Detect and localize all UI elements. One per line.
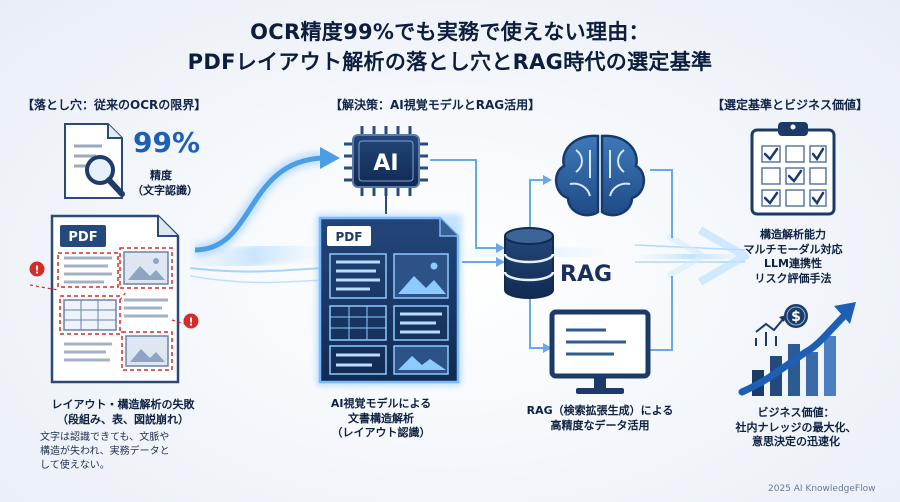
title-line-1: OCR精度99%でも実務で使えない理由： (250, 20, 650, 44)
light-streams (189, 226, 749, 286)
section-criteria-heading: 【選定基準とビジネス価値】 (712, 98, 869, 112)
pdf-structured-icon: PDF (316, 214, 462, 386)
business-value-title: ビジネス価値： (757, 406, 835, 419)
criteria-item: マルチモーダル対応 (743, 242, 843, 256)
ai-caption: AI視覚モデルによる 文書構造解析 （レイアウト認識） (306, 397, 456, 441)
accuracy-label: 精度 (150, 169, 172, 182)
title-line-2: PDFレイアウト解析の落とし穴とRAG時代の選定基準 (187, 50, 713, 74)
criteria-item: リスク評価手法 (754, 271, 832, 285)
failure-caption: レイアウト・構造解析の失敗 （段組み、表、図説崩れ） (18, 398, 228, 427)
database-icon (503, 227, 555, 299)
pdf-document-icon: PDF (29, 214, 186, 384)
failure-title-1: レイアウト・構造解析の失敗 (51, 398, 195, 411)
failure-desc-1: 文字は認識できても、文脈や (40, 432, 170, 443)
dollar-coin-icon: $ (784, 304, 808, 328)
svg-text:$: $ (791, 309, 801, 325)
business-value: ビジネス価値： 社内ナレッジの最大化、 意思決定の迅速化 (714, 406, 878, 450)
checklist-clipboard-icon (750, 122, 836, 216)
section-solution-heading: 【解決策：AI視覚モデルとRAG活用】 (330, 98, 541, 112)
ai-caption-1: AI視覚モデルによる (330, 397, 432, 410)
document-search-icon (64, 123, 125, 199)
pdf-structured-label: PDF (336, 230, 363, 244)
section-pitfall-heading: 【落とし穴：従来のOCRの限界】 (22, 98, 207, 112)
footer-credit: 2025 AI KnowledgeFlow (768, 484, 876, 494)
connectors (430, 159, 673, 353)
criteria-list: 構造解析能力 マルチモーダル対応 LLM連携性 リスク評価手法 (718, 228, 868, 286)
svg-text:!: ! (34, 264, 39, 277)
warning-icon: ! (183, 313, 199, 329)
accuracy-value: 99% (133, 126, 201, 159)
accuracy-sub: （文字認識） (132, 184, 198, 197)
arrow-to-ai (194, 147, 340, 257)
ai-caption-2: 文書構造解析 (348, 411, 414, 425)
rag-caption: RAG（検索拡張生成）による 高精度なデータ活用 (500, 404, 700, 433)
failure-description: 文字は認識できても、文脈や 構造が失われ、実務データと して使えない。 (40, 431, 230, 473)
criteria-item: LLM連携性 (764, 257, 822, 270)
failure-desc-3: して使えない。 (40, 460, 110, 471)
pdf-label: PDF (68, 230, 97, 245)
svg-text:!: ! (188, 316, 193, 329)
ai-chip-label: AI (373, 151, 398, 176)
criteria-item: 構造解析能力 (760, 228, 826, 241)
failure-desc-2: 構造が失われ、実務データと (40, 446, 170, 457)
monitor-icon (549, 309, 651, 394)
rag-label: RAG (560, 262, 613, 287)
growth-chart-icon (738, 302, 856, 396)
rag-caption-2: 高精度なデータ活用 (550, 418, 650, 432)
warning-icon: ! (29, 261, 45, 277)
business-value-line-1: 社内ナレッジの最大化、 (735, 420, 857, 434)
rag-caption-1: RAG（検索拡張生成）による (526, 404, 674, 417)
failure-title-2: （段組み、表、図説崩れ） (57, 412, 189, 426)
ai-caption-3: （レイアウト認識） (331, 426, 431, 439)
business-value-line-2: 意思決定の迅速化 (752, 435, 840, 448)
ai-chip-icon: AI (344, 126, 428, 196)
brain-icon (555, 134, 645, 217)
